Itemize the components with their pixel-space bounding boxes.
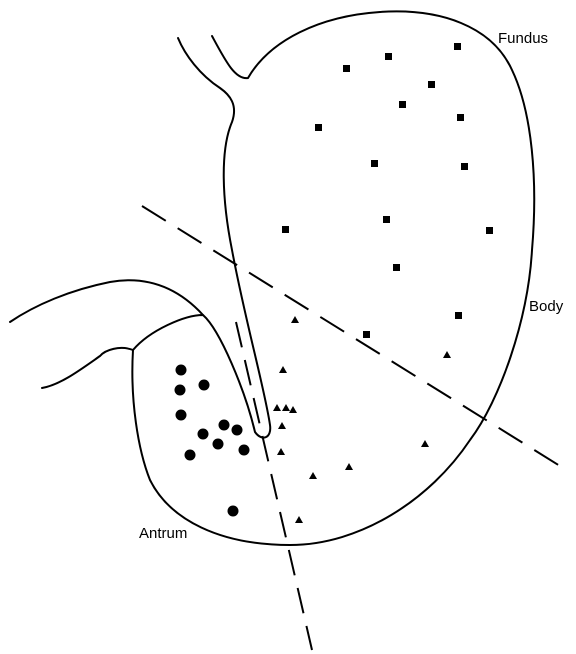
fundus-square-marker [455,312,462,319]
body-triangle-marker [309,472,317,479]
body-triangle-marker [421,440,429,447]
fundus-body-boundary [142,206,560,466]
antrum-circle-marker [239,445,250,456]
duodenum-lower [42,348,133,388]
antrum-circle-marker [232,425,243,436]
antrum-label: Antrum [139,526,187,541]
body-triangle-marker [278,422,286,429]
body-triangle-marker [345,463,353,470]
body-triangle-marker [291,316,299,323]
fundus-square-marker [383,216,390,223]
antrum-circle-marker [185,450,196,461]
fundus-square-marker [385,53,392,60]
body-triangle-marker [289,406,297,413]
body-label: Body [529,299,563,314]
body-triangle-marker [282,404,290,411]
fundus-square-marker [457,114,464,121]
fundus-square-marker [428,81,435,88]
antrum-circle-marker [198,429,209,440]
antrum-circle-marker [175,385,186,396]
body-triangle-marker [277,448,285,455]
body-triangle-marker [443,351,451,358]
body-triangle-marker [273,404,281,411]
fundus-square-marker [371,160,378,167]
antrum-circle-marker [213,439,224,450]
antrum-circle-marker [228,506,239,517]
fundus-square-marker [363,331,370,338]
fundus-square-marker [486,227,493,234]
body-triangle-marker [295,516,303,523]
fundus-square-marker [454,43,461,50]
stomach-outline [132,11,534,545]
fundus-label: Fundus [498,31,548,46]
antrum-circle-marker [176,365,187,376]
body-triangle-marker [279,366,287,373]
antrum-boundary [236,322,312,650]
fundus-markers [282,43,493,338]
antrum-circle-marker [176,410,187,421]
fundus-square-marker [399,101,406,108]
duodenum-upper [10,280,203,322]
antrum-markers [175,365,250,517]
fundus-square-marker [315,124,322,131]
fundus-square-marker [343,65,350,72]
fundus-square-marker [393,264,400,271]
antrum-circle-marker [199,380,210,391]
antrum-circle-marker [219,420,230,431]
fundus-square-marker [282,226,289,233]
fundus-square-marker [461,163,468,170]
